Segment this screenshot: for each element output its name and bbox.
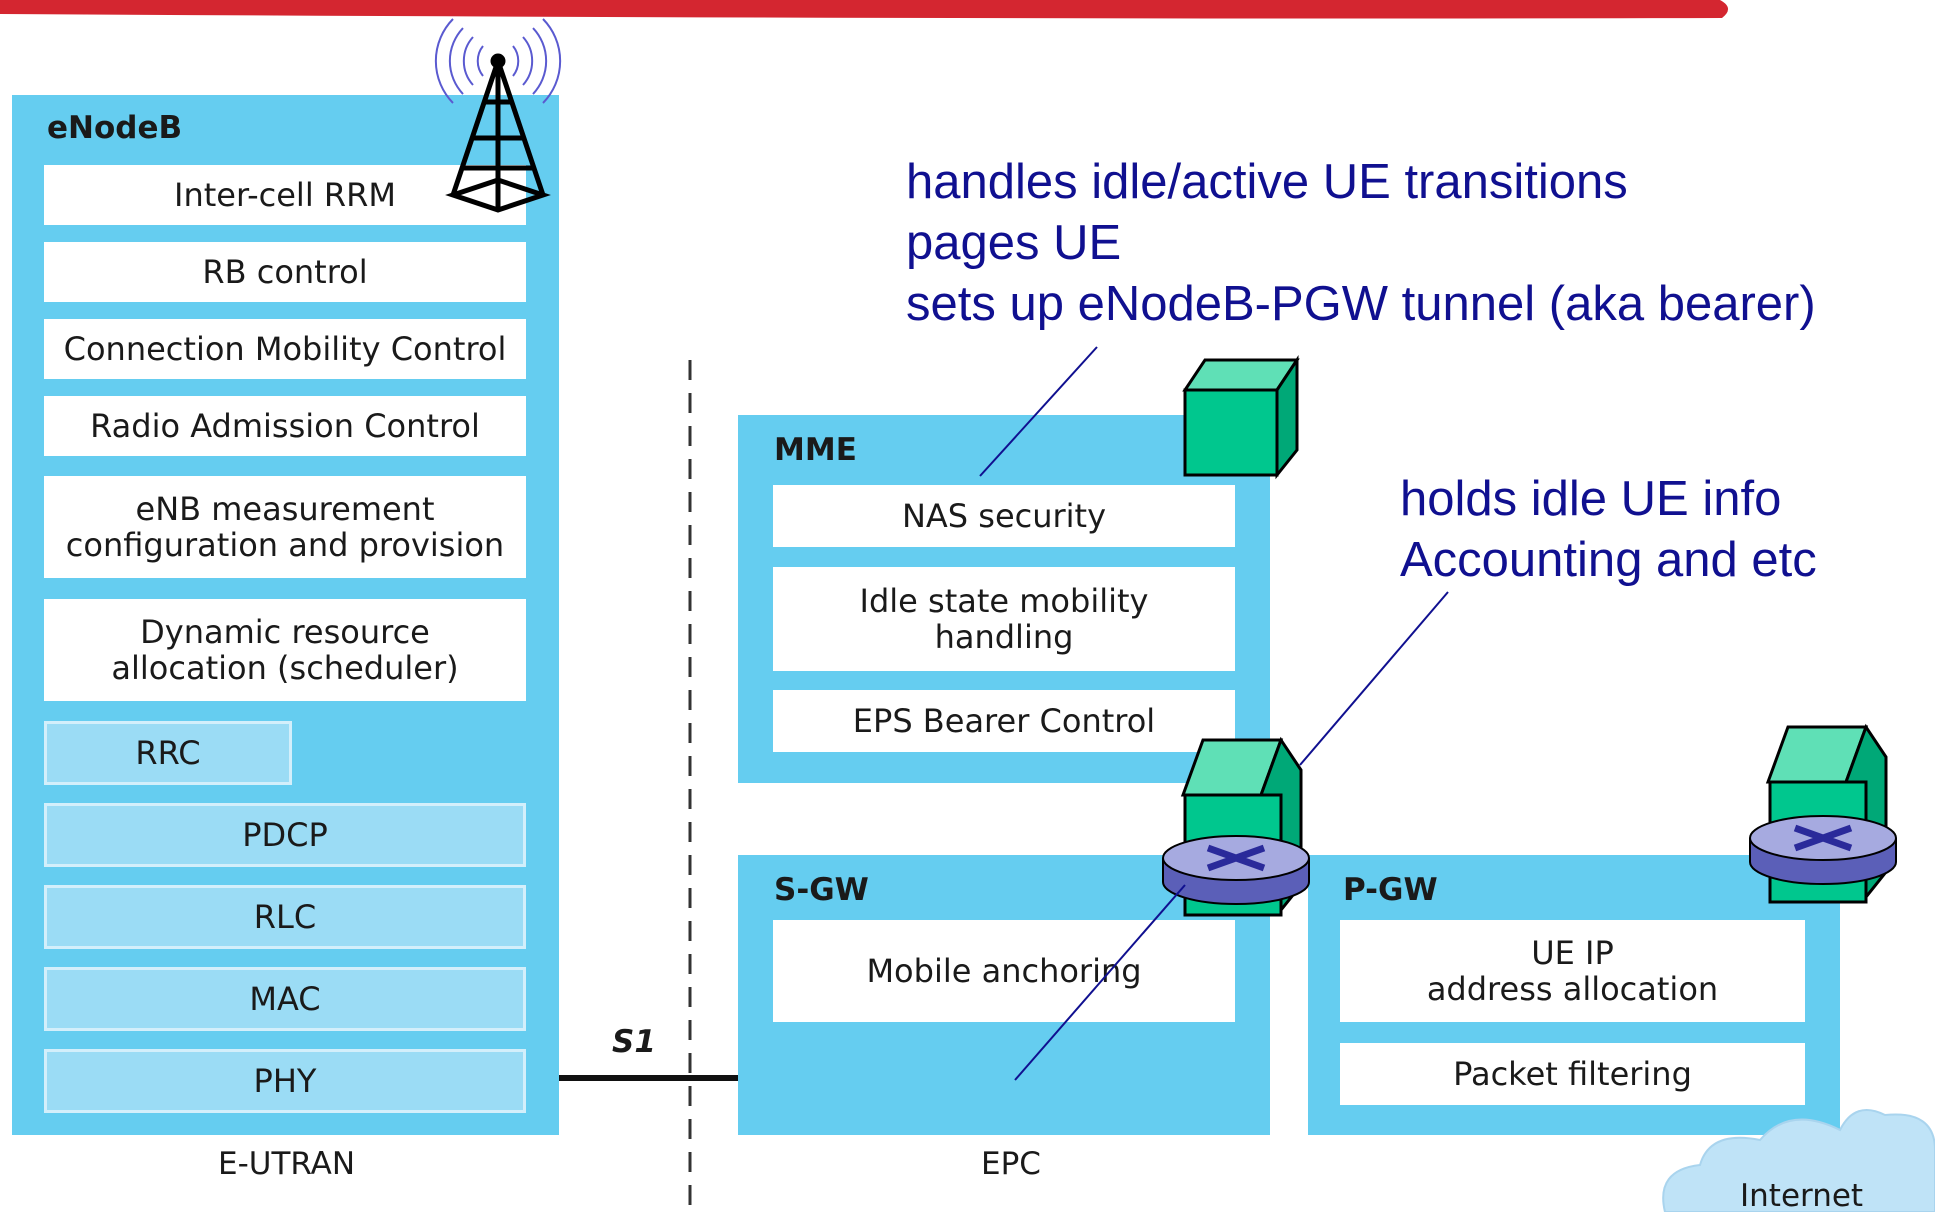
- mme-title: MME: [774, 432, 857, 468]
- stack-rrc: RRC: [44, 721, 292, 785]
- caption-epc: EPC: [981, 1146, 1041, 1182]
- block-connection-mobility-control: Connection Mobility Control: [44, 319, 526, 379]
- stack-mac: MAC: [44, 967, 526, 1031]
- mme-annotation: handles idle/active UE transitions pages…: [906, 152, 1816, 335]
- stack-pdcp: PDCP: [44, 803, 526, 867]
- mme-note-line: sets up eNodeB-PGW tunnel (aka bearer): [906, 277, 1816, 331]
- block-radio-admission-control: Radio Admission Control: [44, 396, 526, 456]
- block-eps-bearer-control: EPS Bearer Control: [773, 690, 1235, 752]
- mme-annotation-pointer: [979, 346, 1098, 477]
- sgw-note-line: Accounting and etc: [1400, 533, 1817, 587]
- block-idle-state-mobility: Idle state mobility handling: [773, 567, 1235, 671]
- top-red-bar: [0, 0, 1729, 19]
- block-nas-security: NAS security: [773, 485, 1235, 547]
- server-icon: [1180, 736, 1303, 917]
- server-icon: [1182, 355, 1300, 480]
- router-icon: [1162, 835, 1310, 905]
- block-enb-measurement: eNB measurement configuration and provis…: [44, 476, 526, 578]
- cloud-icon: [1662, 1109, 1935, 1212]
- block-packet-filtering: Packet filtering: [1340, 1043, 1805, 1105]
- block-ue-ip-allocation: UE IP address allocation: [1340, 920, 1805, 1022]
- mme-note-line: pages UE: [906, 216, 1122, 270]
- pgw-title: P-GW: [1343, 872, 1438, 908]
- sgw-annotation-pointer-upper: [1299, 591, 1449, 766]
- block-mobile-anchoring: Mobile anchoring: [773, 920, 1235, 1022]
- mme-note-line: handles idle/active UE transitions: [906, 155, 1628, 209]
- stack-phy: PHY: [44, 1049, 526, 1113]
- cell-tower-icon: [434, 18, 562, 213]
- enodeb-title: eNodeB: [47, 110, 183, 146]
- sgw-note-line: holds idle UE info: [1400, 472, 1782, 526]
- s1-interface-label: S1: [612, 1024, 656, 1060]
- sgw-title: S-GW: [774, 872, 869, 908]
- stack-rlc: RLC: [44, 885, 526, 949]
- block-rb-control: RB control: [44, 242, 526, 302]
- router-icon: [1749, 815, 1897, 885]
- caption-eutran: E-UTRAN: [218, 1146, 356, 1182]
- sgw-annotation: holds idle UE info Accounting and etc: [1400, 469, 1817, 591]
- sgw-annotation-pointer-lower: [1014, 884, 1186, 1081]
- caption-internet: Internet: [1740, 1178, 1864, 1214]
- block-dynamic-resource-allocation: Dynamic resource allocation (scheduler): [44, 599, 526, 701]
